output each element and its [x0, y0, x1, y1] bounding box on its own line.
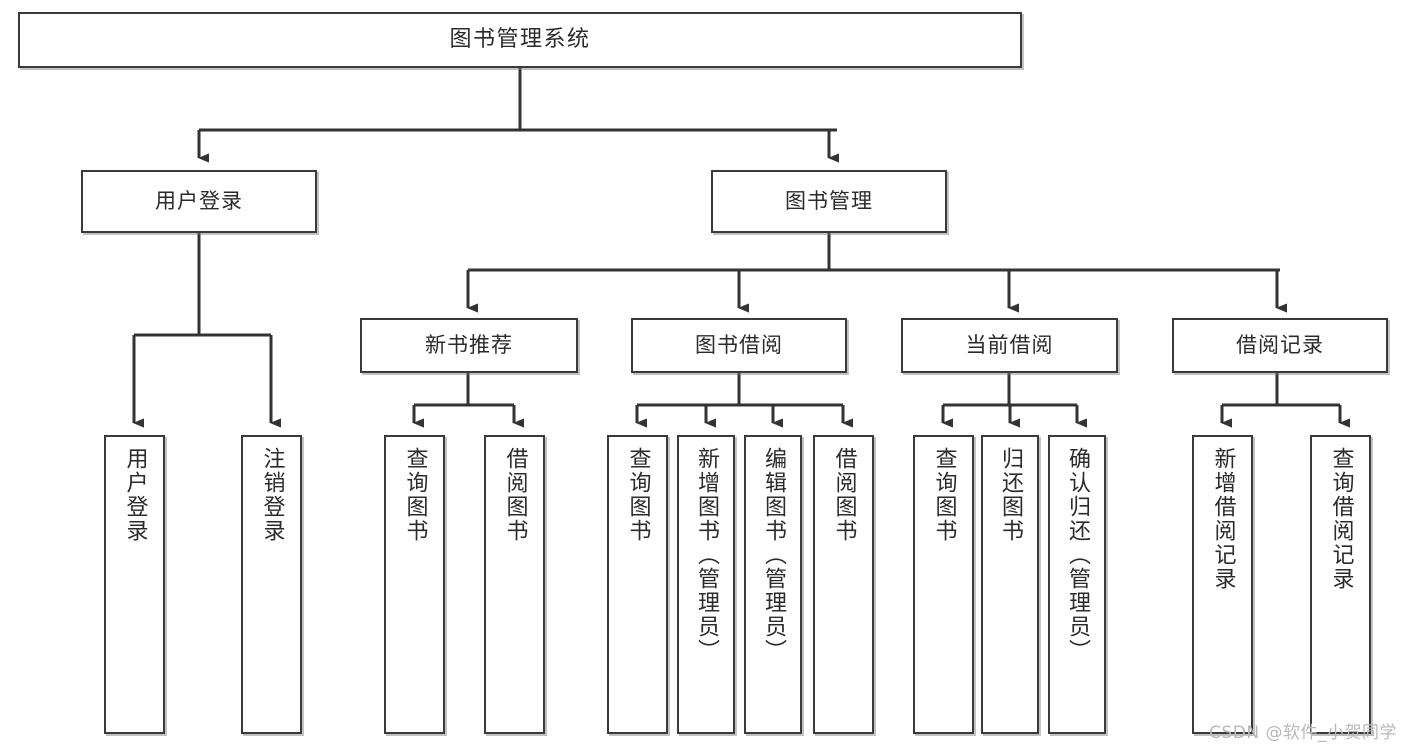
node-leaf-confirm-return[interactable]: 确认归还（管理员） — [1048, 435, 1106, 734]
node-label: 图书管理 — [785, 189, 873, 214]
node-borrow-record[interactable]: 借阅记录 — [1172, 318, 1388, 373]
node-root-system[interactable]: 图书管理系统 — [18, 12, 1022, 68]
node-label: 查询图书 — [931, 447, 957, 543]
node-label: 查询图书 — [625, 447, 651, 543]
node-leaf-add-record[interactable]: 新增借阅记录 — [1192, 435, 1253, 734]
node-leaf-logout-login[interactable]: 注销登录 — [241, 435, 302, 734]
node-label: 确认归还（管理员） — [1065, 447, 1090, 663]
node-label: 借阅记录 — [1236, 333, 1324, 358]
node-label: 注销登录 — [259, 447, 285, 543]
node-leaf-add-book[interactable]: 新增图书（管理员） — [677, 435, 735, 734]
node-leaf-borrow-book-2[interactable]: 借阅图书 — [813, 435, 874, 734]
node-leaf-query-book-1[interactable]: 查询图书 — [384, 435, 445, 734]
node-label: 借阅图书 — [831, 447, 857, 543]
node-leaf-borrow-book-1[interactable]: 借阅图书 — [484, 435, 545, 734]
watermark-text: CSDN @软件_小贺同学 — [1209, 723, 1397, 743]
node-book-manage[interactable]: 图书管理 — [711, 170, 947, 233]
node-leaf-return-book[interactable]: 归还图书 — [981, 435, 1039, 734]
node-book-borrow[interactable]: 图书借阅 — [631, 318, 847, 373]
node-label: 查询借阅记录 — [1328, 447, 1354, 591]
node-label: 归还图书 — [998, 447, 1023, 543]
node-label: 当前借阅 — [965, 333, 1054, 358]
node-leaf-query-book-2[interactable]: 查询图书 — [607, 435, 668, 734]
node-label: 编辑图书（管理员） — [761, 447, 786, 663]
node-new-book-rec[interactable]: 新书推荐 — [360, 318, 578, 373]
node-label: 图书借阅 — [695, 333, 783, 358]
node-label: 用户登录 — [122, 447, 148, 543]
node-label: 用户登录 — [155, 189, 243, 214]
node-label: 图书管理系统 — [449, 27, 591, 53]
node-leaf-user-login[interactable]: 用户登录 — [104, 435, 165, 734]
node-label: 新书推荐 — [425, 333, 513, 358]
node-user-login[interactable]: 用户登录 — [81, 170, 317, 233]
node-leaf-edit-book[interactable]: 编辑图书（管理员） — [744, 435, 802, 734]
node-current-borrow[interactable]: 当前借阅 — [901, 318, 1118, 373]
node-leaf-query-record[interactable]: 查询借阅记录 — [1310, 435, 1371, 734]
node-leaf-query-book-3[interactable]: 查询图书 — [913, 435, 974, 734]
node-label: 新增借阅记录 — [1210, 447, 1236, 591]
node-label: 借阅图书 — [502, 447, 528, 543]
node-label: 新增图书（管理员） — [694, 447, 719, 663]
node-label: 查询图书 — [402, 447, 428, 543]
